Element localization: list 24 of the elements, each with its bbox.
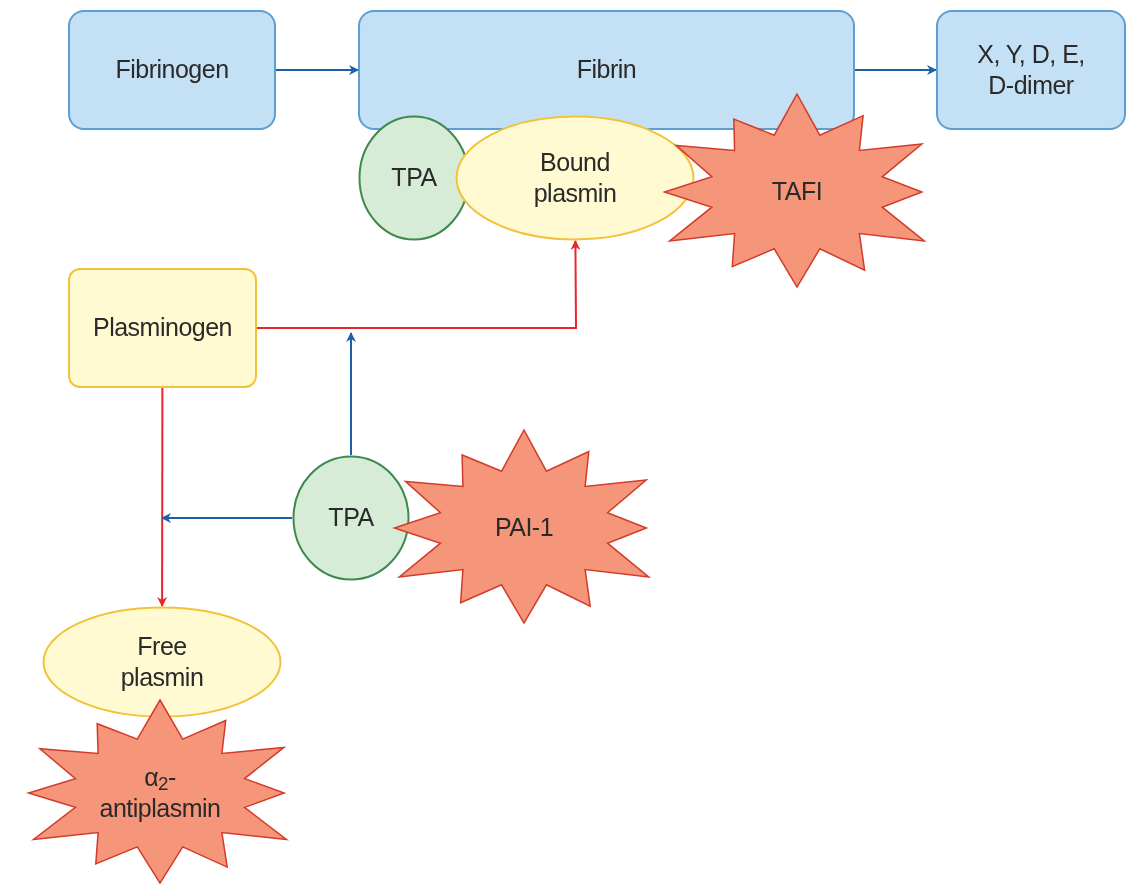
arrow bbox=[854, 65, 937, 75]
node-label: TAFI bbox=[771, 176, 823, 208]
process-box bbox=[358, 10, 855, 130]
process-box bbox=[936, 10, 1126, 130]
node-label: PAI-1 bbox=[494, 512, 554, 544]
process-box bbox=[68, 10, 276, 130]
plasmin-ellipse bbox=[42, 606, 282, 718]
node-label: Free plasmin bbox=[119, 630, 205, 693]
node-label: α$_{2}$-antiplasmin bbox=[98, 761, 222, 824]
node-label: TPA bbox=[328, 502, 374, 534]
process-box bbox=[68, 268, 257, 388]
arrow bbox=[161, 513, 293, 523]
node-label: Plasminogen bbox=[93, 312, 232, 344]
enzyme-circle bbox=[292, 455, 410, 581]
node-label: Bound plasmin bbox=[532, 146, 618, 209]
arrow bbox=[275, 65, 359, 75]
node-label: TPA bbox=[391, 162, 437, 194]
node-label: Fibrin bbox=[576, 54, 637, 86]
arrow bbox=[157, 387, 168, 607]
arrow bbox=[346, 332, 356, 456]
node-label: Fibrinogen bbox=[115, 54, 229, 86]
plasmin-ellipse bbox=[455, 115, 695, 241]
arrow bbox=[256, 240, 581, 329]
node-label: X, Y, D, E, D-dimer bbox=[976, 38, 1086, 101]
